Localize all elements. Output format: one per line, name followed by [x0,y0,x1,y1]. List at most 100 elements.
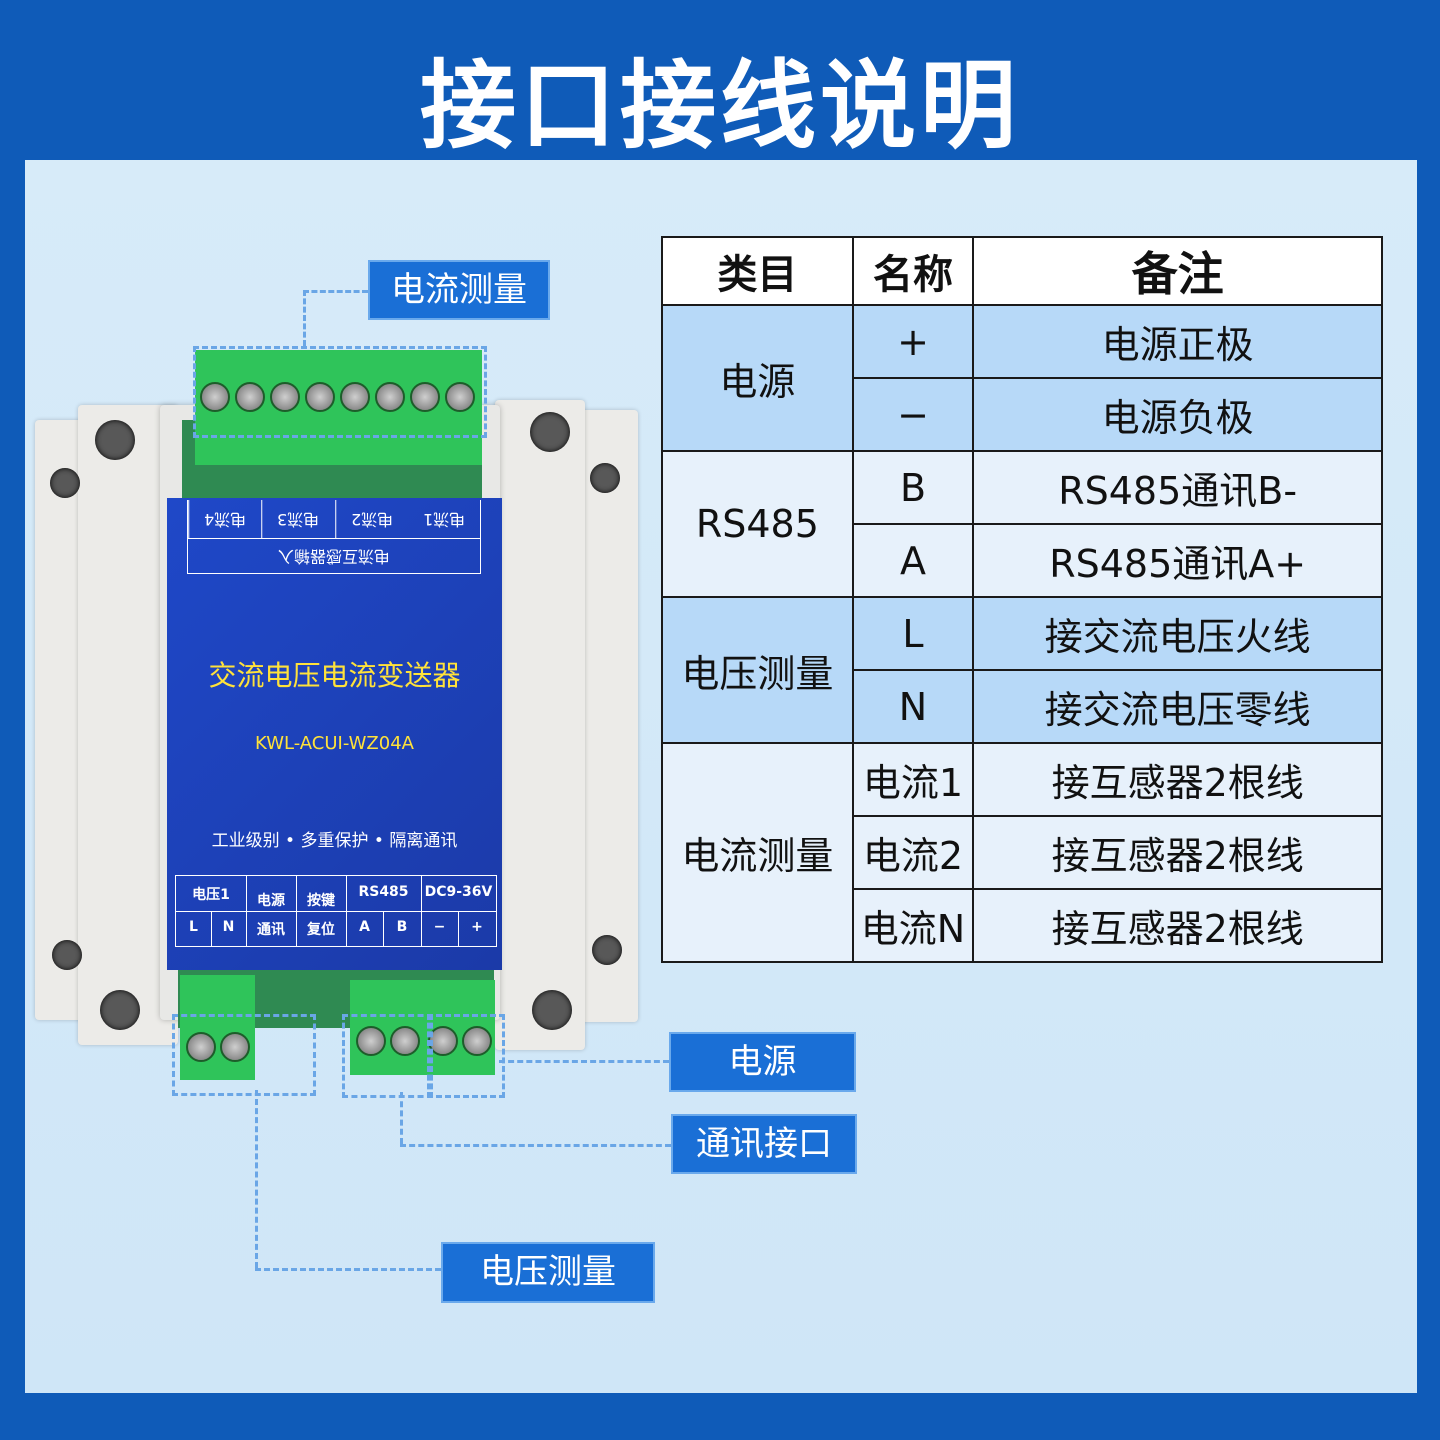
terminal-screw[interactable] [428,1026,458,1056]
pin-label: − [433,919,446,935]
comm-terminal-highlight [342,1014,433,1098]
pin-label: L [189,919,198,935]
terminal-label: 电流3 [261,500,335,538]
table-row: RS485 B RS485通讯B- [661,450,1383,598]
note-cell: RS485通讯A+ [972,523,1383,598]
power-comm-label-2: 通讯 [257,922,285,938]
divider [421,876,422,946]
category-cell: RS485 [661,450,854,598]
pin-label: N [222,919,235,935]
name-cell: N [851,669,975,744]
leader-line [400,1092,403,1144]
note-cell: RS485通讯B- [972,450,1383,525]
voltage-measure-callout: 电压测量 [441,1242,655,1303]
terminal-screw[interactable] [270,382,300,412]
table-row: 电压测量 L 接交流电压火线 [661,596,1383,744]
terminal-screw[interactable] [305,382,335,412]
name-cell: − [851,377,975,452]
note-cell: 接互感器2根线 [972,815,1383,890]
comm-interface-callout: 通讯接口 [671,1114,857,1174]
note-cell: 接互感器2根线 [972,742,1383,817]
terminal-label: 电流2 [334,500,408,538]
name-cell: B [851,450,975,525]
voltage-group-label: 电压1 [192,887,230,903]
terminal-screw[interactable] [186,1032,216,1062]
terminal-screw[interactable] [390,1026,420,1056]
current-terminal-highlight [193,346,487,438]
mount-hole [590,463,620,493]
name-cell: 电流N [851,888,975,963]
name-cell: L [851,596,975,671]
divider [458,911,459,946]
power-callout: 电源 [669,1032,856,1092]
table-row: A RS485通讯A+ [662,523,1383,598]
terminal-screw[interactable] [200,382,230,412]
header-category: 类目 [661,236,854,306]
top-terminal-labels: 电流4 电流3 电流2 电流1 [187,500,481,539]
name-cell: 电流1 [851,742,975,817]
mount-hole [52,940,82,970]
voltage-terminal-highlight [172,1014,316,1096]
terminal-screw[interactable] [410,382,440,412]
divider [296,876,297,946]
dc-group-label: DC9-36V [424,884,493,900]
terminal-screw[interactable] [220,1032,250,1062]
category-cell: 电流测量 [661,742,854,963]
leader-line [255,1090,258,1268]
note-cell: 接交流电压零线 [972,669,1383,744]
power-terminal-highlight [427,1014,505,1098]
terminal-screw[interactable] [375,382,405,412]
header-name: 名称 [851,236,975,306]
table-row: 电流N 接互感器2根线 [662,888,1383,963]
pin-label: B [396,919,408,935]
category-cell: 电压测量 [661,596,854,744]
divider [246,876,247,946]
note-cell: 电源正极 [972,304,1383,379]
table-header-row: 类目 名称 备注 [661,236,1383,306]
mount-hole [532,990,572,1030]
note-cell: 接交流电压火线 [972,596,1383,671]
top-terminal-subtitle: 电流互感器输入 [187,538,481,574]
pin-label: + [471,919,483,935]
reset-key-label-1: 按键 [307,893,335,909]
mount-hole [530,412,570,452]
rs485-group-label: RS485 [358,884,409,900]
terminal-screw[interactable] [445,382,475,412]
device-name: 交流电压电流变送器 [208,659,461,692]
page-title: 接口接线说明 [420,50,1020,162]
leader-line [303,290,368,293]
device-features: 工业级别 • 多重保护 • 隔离通讯 [211,831,458,851]
mount-hole [95,420,135,460]
name-cell: A [851,523,975,598]
table-row: 电源 + 电源正极 [661,304,1383,452]
category-cell: 电源 [661,304,854,452]
reset-key-label-2: 复位 [307,922,335,938]
divider [176,911,496,912]
divider [211,911,212,946]
pin-label: A [359,919,370,935]
header-note: 备注 [972,236,1383,306]
terminal-screw[interactable] [462,1026,492,1056]
mount-hole [50,468,80,498]
right-rail [495,400,585,1050]
leader-line [303,290,306,346]
divider [383,911,384,946]
note-cell: 接互感器2根线 [972,888,1383,963]
table-row: N 接交流电压零线 [662,669,1383,744]
note-cell: 电源负极 [972,377,1383,452]
wiring-spec-table: 类目 名称 备注 电源 + 电源正极 − 电源负极 RS485 B RS485通… [661,236,1383,963]
terminal-label: 电流4 [188,500,262,538]
subtitle-text: 电流互感器输入 [277,547,390,566]
terminal-screw[interactable] [235,382,265,412]
bottom-terminal-labels: 电压1 电源 通讯 按键 复位 RS485 DC9-36V L N A B − … [175,875,497,947]
power-comm-label-1: 电源 [257,893,285,909]
name-cell: 电流2 [851,815,975,890]
mount-hole [592,935,622,965]
divider [346,876,347,946]
leader-line [255,1268,441,1271]
device-model: KWL-ACUI-WZ04A [255,733,414,754]
terminal-screw[interactable] [356,1026,386,1056]
table-row: 电流测量 电流1 接互感器2根线 [661,742,1383,963]
terminal-screw[interactable] [340,382,370,412]
terminal-label: 电流1 [422,510,465,529]
